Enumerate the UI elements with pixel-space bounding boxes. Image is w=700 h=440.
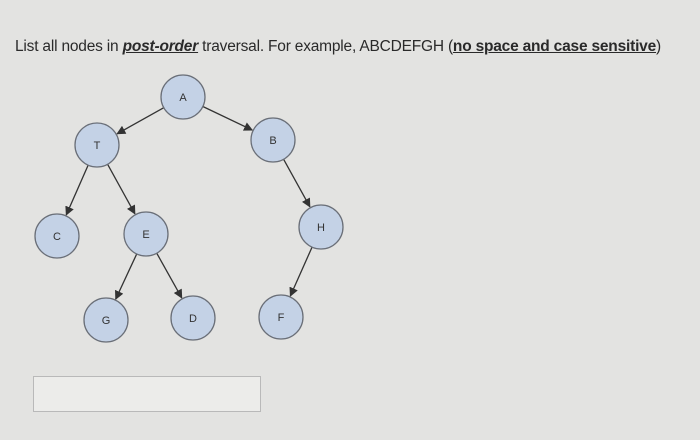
node-circle <box>250 117 296 163</box>
edge-A-B <box>202 105 254 131</box>
question-note: no space and case sensitive <box>452 38 657 55</box>
question-suffix: ) <box>656 38 661 55</box>
node-circle <box>160 74 206 120</box>
node-label: G <box>102 315 111 327</box>
tree-node-F: F <box>258 294 304 340</box>
tree-node-G: G <box>83 297 129 343</box>
node-label: H <box>317 222 325 234</box>
tree-node-A: A <box>160 74 206 120</box>
node-circle <box>258 294 304 340</box>
edge-T-C <box>65 164 89 216</box>
node-label: D <box>189 313 197 325</box>
edge-H-F <box>289 246 313 297</box>
node-label: T <box>94 140 101 152</box>
question-middle: traversal. For example, ABCDEFGH ( <box>198 38 453 55</box>
node-circle <box>83 297 129 343</box>
tree-node-T: T <box>74 122 120 168</box>
tree-node-E: E <box>123 211 169 257</box>
edge-T-E <box>107 163 136 215</box>
node-label: E <box>142 229 149 241</box>
node-label: B <box>269 135 276 147</box>
edge-E-D <box>156 252 183 299</box>
node-circle <box>123 211 169 257</box>
question-text: List all nodes in post-order traversal. … <box>15 37 690 56</box>
edge-B-H <box>283 158 311 208</box>
edge-E-G <box>115 253 138 300</box>
question-prefix: List all nodes in <box>15 38 123 55</box>
question-emphasis: post-order <box>122 38 199 55</box>
edge-A-T <box>116 107 165 135</box>
answer-input[interactable] <box>33 376 261 412</box>
tree-node-H: H <box>298 204 344 250</box>
node-label: A <box>179 92 187 104</box>
node-circle <box>298 204 344 250</box>
tree-node-D: D <box>170 295 216 341</box>
node-label: F <box>278 312 285 324</box>
node-label: C <box>53 231 61 243</box>
node-circle <box>34 213 80 259</box>
node-circle <box>74 122 120 168</box>
node-circle <box>170 295 216 341</box>
tree-node-B: B <box>250 117 296 163</box>
tree-node-C: C <box>34 213 80 259</box>
